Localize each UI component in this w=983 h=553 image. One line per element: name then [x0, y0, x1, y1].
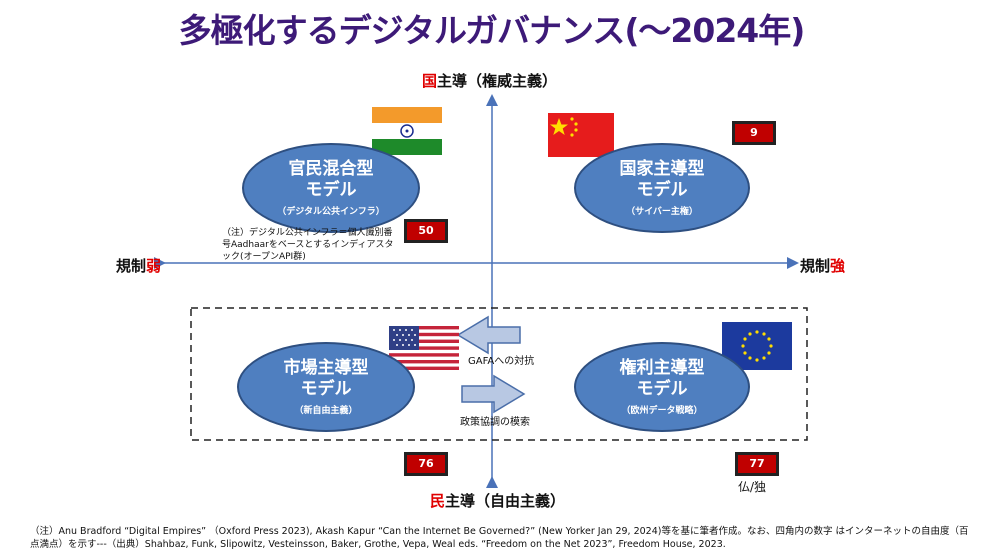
rights-model-sub: （欧州データ戦略）	[621, 406, 703, 416]
axis-bottom-label: 民主導（自由主義）	[430, 490, 565, 511]
market-model-title-2: モデル	[300, 379, 352, 399]
axis-left-suffix: 弱	[146, 257, 162, 275]
hybrid-model-ellipse: 官民混合型 モデル （デジタル公共インフラ）	[242, 143, 420, 233]
left-arrow-shape	[456, 315, 521, 355]
axis-bottom-prefix: 民	[430, 492, 446, 510]
state-model-title: 国家主導型	[619, 159, 705, 179]
axis-top-label: 国主導（権威主義）	[422, 70, 557, 91]
hybrid-score-box: 50	[404, 219, 448, 243]
state-score-box: 9	[732, 121, 776, 145]
axis-right-text: 規制	[800, 257, 831, 275]
state-model-title-2: モデル	[636, 180, 688, 200]
state-model-sub: （サイバー主権）	[626, 207, 698, 217]
axis-top-prefix: 国	[422, 72, 438, 90]
china-flag	[548, 113, 614, 157]
right-arrow-label: 政策協調の模索	[460, 417, 530, 428]
market-model-sub: （新自由主義）	[294, 406, 358, 416]
hybrid-model-title: 官民混合型	[288, 159, 374, 179]
rights-model-ellipse: 権利主導型 モデル （欧州データ戦略）	[574, 342, 750, 432]
axis-bottom-text: 主導（自由主義）	[445, 492, 566, 510]
market-model-title: 市場主導型	[283, 358, 369, 378]
axis-right-suffix: 強	[830, 257, 846, 275]
hybrid-model-title-2: モデル	[305, 180, 357, 200]
page-title: 多極化するデジタルガバナンス(〜2024年)	[178, 11, 806, 50]
state-model-ellipse: 国家主導型 モデル （サイバー主権）	[574, 143, 750, 233]
right-arrow-shape	[461, 374, 526, 414]
axis-top-text: 主導（権威主義）	[437, 72, 558, 90]
rights-model-title-2: モデル	[636, 379, 688, 399]
rights-score-note: 仏/独	[738, 480, 767, 494]
axis-left-text: 規制	[116, 257, 147, 275]
democratic-bloc-box	[190, 307, 808, 441]
market-score-box: 76	[404, 452, 448, 476]
hybrid-note: （注）デジタル公共インフラ＝個人識別番号Aadhaarをベースとするインディアス…	[222, 228, 394, 262]
hybrid-model-sub: （デジタル公共インフラ）	[277, 207, 385, 217]
left-arrow-label: GAFAへの対抗	[468, 356, 535, 367]
axis-left-label: 規制弱	[116, 255, 161, 276]
rights-score-box: 77	[735, 452, 779, 476]
market-model-ellipse: 市場主導型 モデル （新自由主義）	[237, 342, 415, 432]
india-flag	[372, 107, 442, 155]
rights-model-title: 権利主導型	[619, 358, 705, 378]
footnote: （注）Anu Bradford “Digital Empires” （Oxfor…	[30, 526, 969, 550]
axis-right-label: 規制強	[800, 255, 845, 276]
